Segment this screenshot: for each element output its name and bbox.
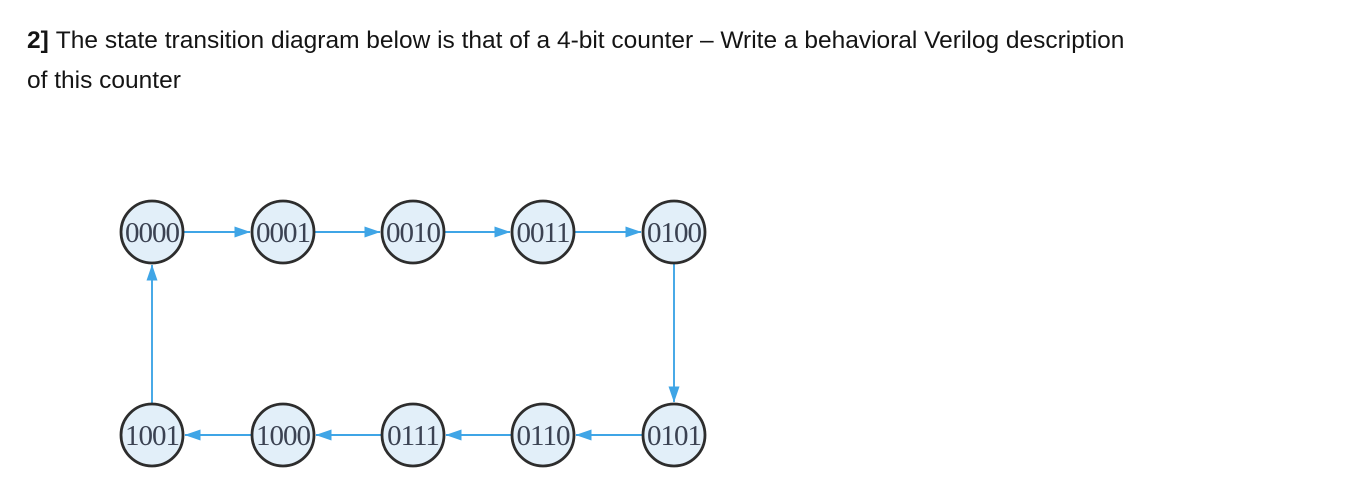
state-node-label-0100: 0100 <box>647 217 702 249</box>
state-node-0111 <box>380 402 446 468</box>
question-text: 2]The state transition diagram below is … <box>27 21 1317 101</box>
state-node-label-0011: 0011 <box>517 217 570 249</box>
state-node-0000 <box>119 199 185 265</box>
state-node-0100 <box>641 199 707 265</box>
state-node-label-0001: 0001 <box>256 217 310 249</box>
state-node-label-0101: 0101 <box>647 420 701 452</box>
state-node-0010 <box>380 199 446 265</box>
state-node-label-0010: 0010 <box>386 217 441 249</box>
state-node-0011 <box>510 199 576 265</box>
state-node-label-0110: 0110 <box>517 420 570 452</box>
state-node-1000 <box>250 402 316 468</box>
state-node-1001 <box>119 402 185 468</box>
state-node-label-1000: 1000 <box>256 420 311 452</box>
state-node-label-1001: 1001 <box>125 420 179 452</box>
state-node-label-0111: 0111 <box>387 420 439 452</box>
state-node-0110 <box>510 402 576 468</box>
question-line-1-text: The state transition diagram below is th… <box>55 27 1125 54</box>
state-node-0001 <box>250 199 316 265</box>
state-node-label-0000: 0000 <box>125 217 180 249</box>
question-line-1: 2]The state transition diagram below is … <box>27 21 1317 61</box>
question-line-2: of this counter <box>27 67 181 94</box>
state-node-0101 <box>641 402 707 468</box>
question-number: 2] <box>27 27 49 54</box>
